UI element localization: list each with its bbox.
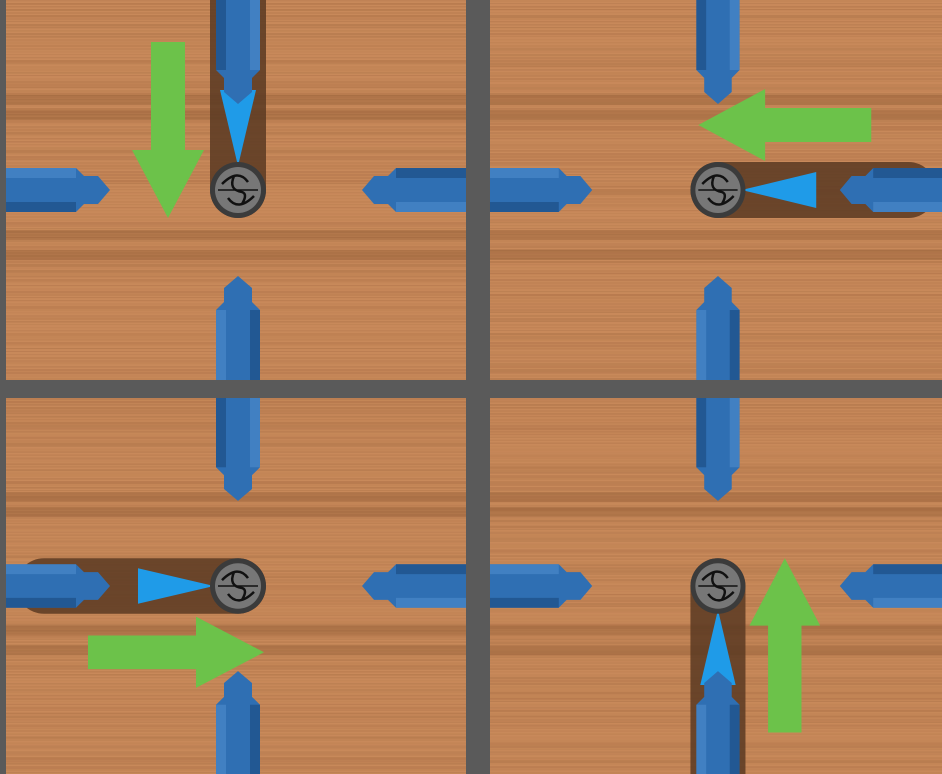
valve-pivot-icon xyxy=(210,162,266,218)
valve-pivot-icon xyxy=(690,162,745,218)
panel-bottom-left xyxy=(6,398,466,774)
panel-top-right xyxy=(490,0,942,380)
panel-bottom-right xyxy=(490,398,942,774)
panel-top-left xyxy=(6,0,466,380)
valve-pivot-icon xyxy=(210,558,266,613)
valve-pivot-icon xyxy=(690,558,745,613)
